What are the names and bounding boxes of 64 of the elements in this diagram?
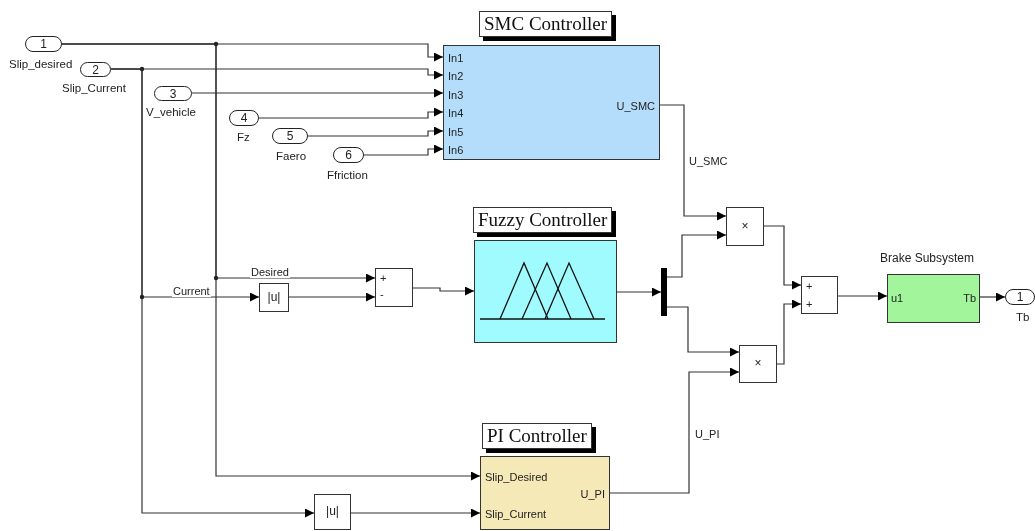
signal-line (609, 367, 740, 494)
port-number: 1 (39, 38, 48, 51)
signal-name: Faero (276, 150, 307, 163)
signal-label: U_SMC (688, 155, 729, 167)
port-label: In5 (448, 125, 464, 139)
signal-label: Desired (250, 266, 290, 278)
signal-line (61, 43, 481, 481)
port-label: In4 (448, 107, 464, 120)
signal-name: Slip_desired (9, 58, 73, 71)
signal-line (307, 126, 444, 137)
port-label: Slip_Desired (485, 470, 548, 484)
signal-line (776, 299, 802, 365)
block-symbol: |u| (266, 290, 282, 304)
port-label: u1 (891, 291, 904, 305)
port-number: 1 (1015, 291, 1025, 304)
signal-name: Tb (1016, 311, 1030, 324)
signal-line (616, 287, 662, 297)
port-number: 5 (285, 130, 295, 143)
port-label: U_SMC (616, 99, 655, 113)
signal-line (666, 306, 740, 357)
abs-block (259, 283, 289, 312)
port-label: In3 (448, 88, 464, 102)
signal-line (191, 88, 444, 98)
block-symbol: |u| (325, 505, 340, 518)
signal-line (979, 292, 1006, 302)
port-label: + (806, 279, 813, 293)
sum-block (801, 276, 838, 314)
port-number: 2 (91, 64, 100, 77)
signal-line (110, 68, 315, 518)
port-number: 3 (168, 88, 178, 101)
signal-line (666, 230, 727, 278)
port-number: 4 (239, 112, 249, 125)
signal-name: Ffriction (327, 169, 368, 182)
block-name: Brake Subsystem (880, 252, 975, 265)
signal-name: V_vehicle (146, 106, 196, 119)
signal-line (350, 508, 481, 518)
signal-label: U_PI (694, 428, 721, 440)
block-symbol: × (753, 357, 763, 370)
signal-label: Current (172, 285, 211, 297)
signal-line (763, 225, 802, 290)
product-block (726, 207, 764, 246)
block-symbol: × (740, 219, 750, 233)
port-number: 6 (344, 149, 353, 162)
signal-line (837, 291, 888, 301)
port-label: + (380, 271, 387, 285)
abs-block (314, 494, 351, 530)
port-label: Slip_Current (485, 507, 547, 521)
port-label: + (806, 297, 813, 311)
product-block (739, 345, 777, 383)
signal-line (288, 292, 376, 302)
signal-name: Fz (237, 131, 250, 144)
demux-bar (661, 268, 667, 316)
port-label: In1 (448, 51, 464, 65)
signal-name: Slip_Current (62, 82, 126, 95)
signal-line (258, 107, 444, 119)
port-label: Tb (963, 291, 976, 305)
signal-line (659, 104, 727, 221)
signal-line (412, 286, 475, 296)
port-label: In2 (448, 70, 464, 83)
sum-block (375, 268, 413, 307)
port-label: - (380, 287, 384, 301)
signal-line (363, 144, 444, 156)
port-label: U_PI (580, 487, 605, 501)
port-label: In6 (448, 144, 464, 157)
